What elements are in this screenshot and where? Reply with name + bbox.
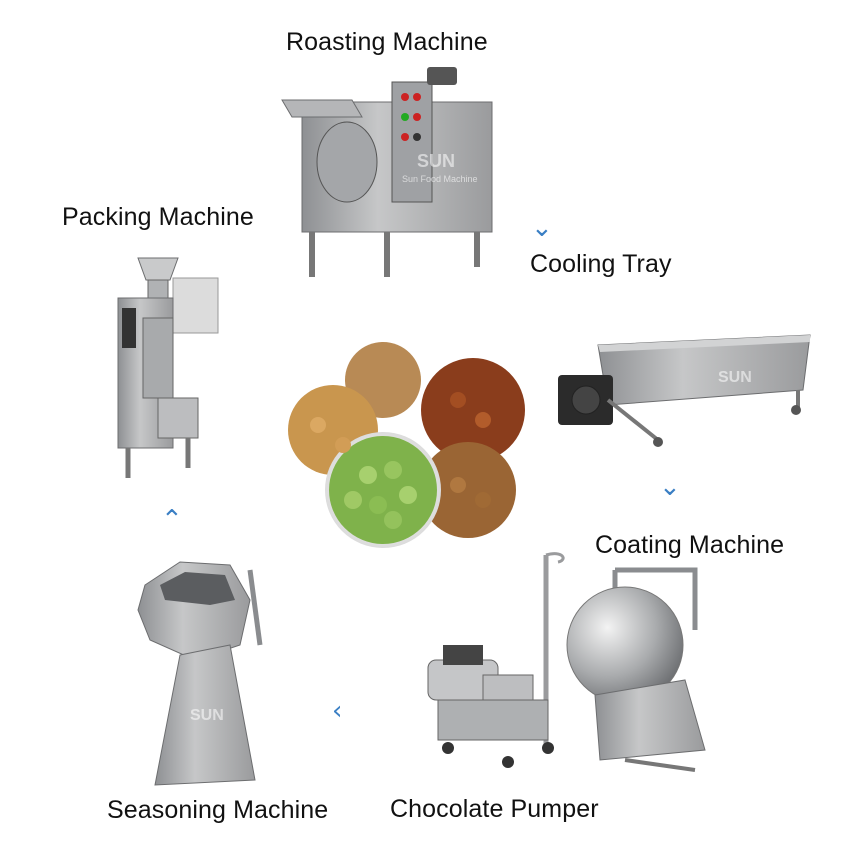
watermark-text: SUN [417, 151, 455, 171]
coating-machine-image [566, 567, 706, 772]
cooling-tray-label: Cooling Tray [530, 250, 672, 278]
cooling-tray-image: SUN [558, 334, 811, 447]
seasoning-machine-image: SUN [137, 561, 263, 786]
roasting-machine-label: Roasting Machine [286, 28, 488, 56]
chocolate-pumper-image [427, 552, 565, 768]
packing-machine-label: Packing Machine [62, 203, 254, 231]
arrow-down-icon: ⌄ [659, 472, 681, 502]
arrow-up-icon: ⌃ [161, 505, 183, 535]
chocolate-pumper-label: Chocolate Pumper [390, 795, 599, 823]
watermark-caption: Sun Food Machine [402, 174, 478, 184]
coated-nuts-image [288, 342, 525, 548]
watermark-text: SUN [190, 707, 224, 724]
watermark-text: SUN [718, 369, 752, 386]
seasoning-machine-label: Seasoning Machine [107, 796, 329, 824]
roasting-machine-image: SUN Sun Food Machine [281, 67, 493, 277]
coating-machine-label: Coating Machine [595, 531, 785, 559]
arrow-down-icon: ⌄ [531, 213, 553, 243]
arrow-left-icon: ‹ [332, 696, 343, 726]
packing-machine-image [117, 257, 219, 478]
